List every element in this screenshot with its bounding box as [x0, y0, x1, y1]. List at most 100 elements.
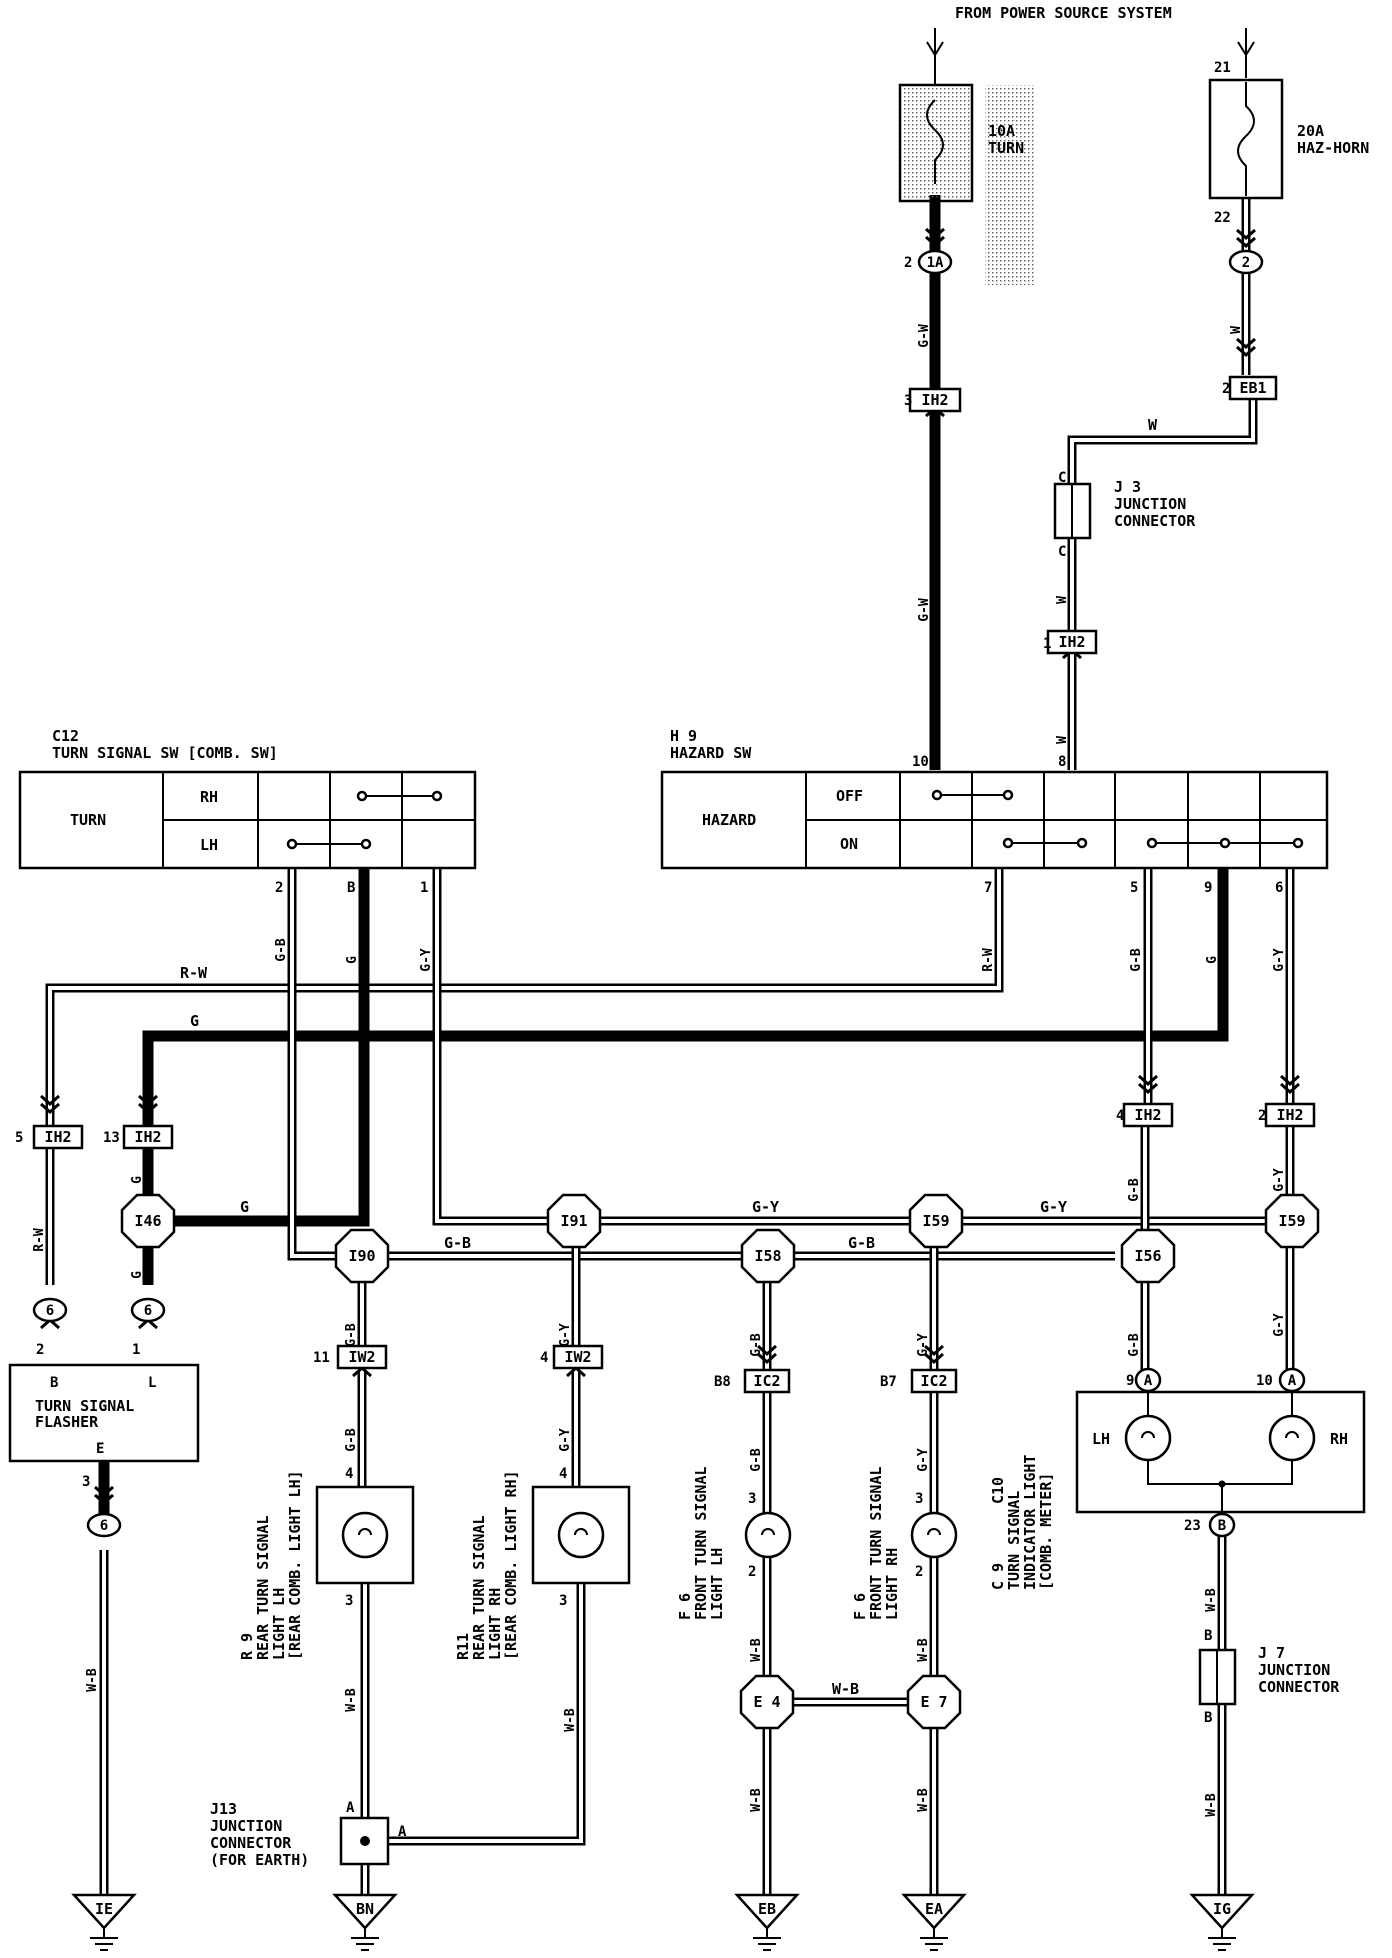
- ih2-g: [122, 1124, 174, 1150]
- wl-w-4: W: [1055, 736, 1070, 744]
- pin-1a-2: 2: [904, 255, 912, 271]
- node-e4: [739, 1674, 795, 1730]
- pin-ih2-2: 2: [1258, 1108, 1266, 1124]
- node-i91-label: I91: [560, 1212, 587, 1230]
- conn-6-l: [130, 1297, 166, 1323]
- ground-ig-label: IG: [1213, 1900, 1231, 1918]
- conn-6-b-label: 6: [46, 1303, 54, 1319]
- conn-1a: [917, 249, 953, 275]
- conn-meter-b: [1208, 1512, 1236, 1538]
- arrow-1a-2: [925, 227, 945, 240]
- wire-rw: [45, 868, 1004, 1125]
- wl-wb-9: W-B: [1204, 1588, 1219, 1612]
- flasher-pin-e: E: [96, 1441, 104, 1457]
- j3-line2: CONNECTOR: [1114, 512, 1196, 530]
- wl-wb-4: W-B: [916, 1638, 931, 1662]
- wl-gb-10: G-B: [749, 1448, 764, 1472]
- iw2-r9: [336, 1344, 388, 1370]
- fuse-10a-rating: 10A: [988, 122, 1015, 140]
- c12-id: C12: [52, 727, 79, 745]
- pin-h9-8: 8: [1058, 754, 1066, 770]
- arrow-ic2-r-2: [924, 1344, 944, 1357]
- flasher-line1: TURN SIGNAL: [35, 1397, 134, 1415]
- wl-gy-6: G-Y: [1272, 1313, 1287, 1337]
- wl-gb-4: G-B: [848, 1234, 875, 1252]
- conn-6-e: [86, 1512, 122, 1538]
- conn-6-b: [32, 1297, 68, 1323]
- fuse-20a-rating: 20A: [1297, 122, 1324, 140]
- meter-box: [1075, 1390, 1366, 1514]
- node-i59-b: [1264, 1193, 1320, 1249]
- eb1-connector-label: EB1: [1239, 379, 1266, 397]
- wire-g-h9: [142, 868, 1229, 1125]
- wire-gb-c12: [287, 868, 340, 1261]
- pin-f6r-2: 2: [915, 1564, 923, 1580]
- pin-ih2-1: 1: [1043, 636, 1051, 652]
- pin-r11-4: 4: [559, 1466, 567, 1482]
- pin-meter-9: 9: [1126, 1373, 1134, 1389]
- arrow-ic2-l-2: [757, 1344, 777, 1357]
- j7-line2: CONNECTOR: [1258, 1678, 1340, 1696]
- r11-line2: LIGHT RH: [486, 1588, 504, 1660]
- f6r-id: F 6: [851, 1593, 869, 1620]
- j13-id: J13: [210, 1800, 237, 1818]
- ground-ea: [901, 1893, 967, 1930]
- conn-2-label: 2: [1242, 255, 1250, 271]
- pin-r9-3: 3: [345, 1593, 353, 1609]
- arrow-ic2-l: [757, 1352, 777, 1365]
- conn-meter-a1-label: A: [1144, 1373, 1153, 1389]
- wl-wb-8: W-B: [85, 1668, 100, 1692]
- pin-h9-6: 6: [1275, 880, 1283, 896]
- wl-gb-6: G-B: [1127, 1333, 1142, 1357]
- ground-bn-label: BN: [356, 1900, 374, 1918]
- c12-rh: RH: [200, 788, 218, 806]
- node-i58: [740, 1228, 796, 1284]
- wl-gb-1: G-B: [274, 938, 289, 962]
- flasher-pin-l: L: [148, 1375, 156, 1391]
- conn-meter-b-label: B: [1218, 1518, 1226, 1534]
- arrow-ih2-g: [138, 1102, 158, 1115]
- pin-j3-c1: C: [1058, 470, 1066, 486]
- pin-j3-c2: C: [1058, 544, 1066, 560]
- meter-lh: LH: [1092, 1430, 1110, 1448]
- wl-w-2: W: [1148, 416, 1158, 434]
- j13-junction: [339, 1816, 390, 1866]
- h9-label: HAZARD: [702, 811, 756, 829]
- pin-j7-b2: B: [1204, 1710, 1212, 1726]
- pin-flasher-3: 3: [82, 1474, 90, 1490]
- meter-line1: TURN SIGNAL: [1005, 1491, 1023, 1590]
- wl-gb-5: G-B: [1127, 1178, 1142, 1202]
- pin-c12-2: 2: [275, 880, 283, 896]
- pin-ih2-4: 4: [1116, 1108, 1124, 1124]
- pin-flasher-1: 1: [132, 1342, 140, 1358]
- wl-wb-7: W-B: [916, 1788, 931, 1812]
- node-i91: [546, 1193, 602, 1249]
- iw2-r9-label: IW2: [348, 1348, 375, 1366]
- wl-g-5: G: [130, 1271, 145, 1279]
- wl-gy-7: G-Y: [558, 1323, 573, 1347]
- arrow-ih2-g-2: [138, 1094, 158, 1107]
- node-i46-label: I46: [134, 1212, 161, 1230]
- power-arrows: [926, 28, 1255, 85]
- wl-wb-6: W-B: [749, 1788, 764, 1812]
- node-i56-label: I56: [1134, 1247, 1161, 1265]
- j13-line1: JUNCTION: [210, 1817, 282, 1835]
- j7-line1: JUNCTION: [1258, 1661, 1330, 1679]
- flasher-pin-b: B: [50, 1375, 58, 1391]
- pin-meter-23: 23: [1184, 1518, 1201, 1534]
- wl-gb-2: G-B: [1129, 948, 1144, 972]
- ic2-r-label: IC2: [920, 1372, 947, 1390]
- pin-ic2-b8: B8: [714, 1374, 731, 1390]
- wl-g-2: G: [345, 956, 360, 964]
- h9-id: H 9: [670, 727, 697, 745]
- wl-gy-4: G-Y: [1040, 1198, 1067, 1216]
- h9-off: OFF: [836, 787, 863, 805]
- wl-gw-2: G-W: [917, 598, 932, 622]
- wl-gb-9: G-B: [344, 1428, 359, 1452]
- wire-gy-c12: [432, 868, 548, 1226]
- conn-meter-a1: [1134, 1367, 1162, 1393]
- meter-id: C 9: [989, 1563, 1007, 1590]
- pin-ih2-5: 5: [15, 1130, 23, 1146]
- arrow-ih2-gy: [1280, 1082, 1300, 1095]
